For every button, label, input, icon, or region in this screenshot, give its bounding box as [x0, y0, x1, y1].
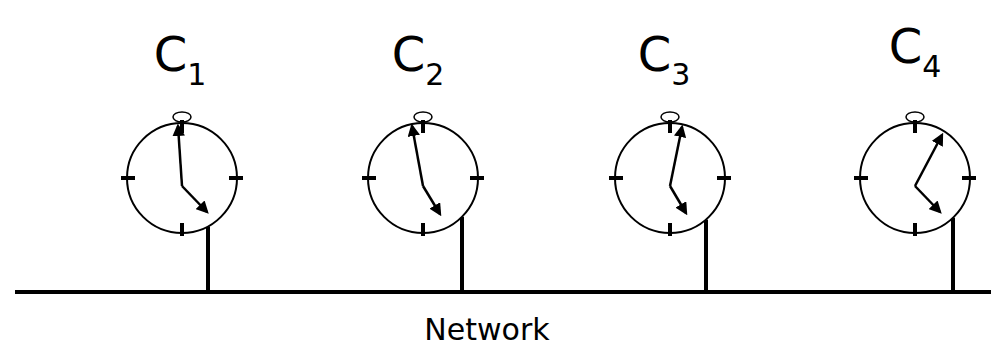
tick-mark	[421, 223, 425, 236]
tick-mark	[854, 176, 868, 180]
clock-face	[615, 123, 725, 233]
tick-mark	[962, 176, 976, 180]
clock-face	[368, 123, 478, 233]
clock-stem	[951, 218, 955, 292]
clock-face	[860, 123, 970, 233]
clock-hand	[915, 186, 940, 212]
clock-label: C1	[154, 30, 207, 78]
clock-hand	[423, 186, 440, 214]
tick-mark	[913, 120, 917, 133]
tick-mark	[668, 120, 672, 133]
tick-mark	[180, 223, 184, 236]
clock-face	[127, 123, 237, 233]
clock-stem	[460, 217, 464, 292]
clock-label: C3	[638, 30, 691, 78]
tick-mark	[717, 176, 731, 180]
network-label: Network	[424, 315, 549, 345]
tick-mark	[609, 176, 623, 180]
clock-hand	[670, 127, 682, 186]
clock-label: C4	[889, 22, 942, 70]
tick-mark	[913, 223, 917, 236]
tick-mark	[668, 223, 672, 236]
tick-mark	[180, 120, 184, 133]
tick-mark	[229, 176, 243, 180]
tick-mark	[421, 120, 425, 133]
clock-hand	[182, 186, 207, 212]
clock-hand	[178, 126, 182, 186]
clock-hand	[670, 186, 686, 213]
clock-hand	[412, 126, 423, 186]
clock-stem	[704, 220, 708, 292]
tick-mark	[362, 176, 376, 180]
network-line	[15, 290, 991, 294]
clock-hand	[915, 135, 942, 186]
clock-stem	[206, 226, 210, 292]
tick-mark	[121, 176, 135, 180]
tick-mark	[470, 176, 484, 180]
clock-label: C2	[392, 30, 445, 78]
